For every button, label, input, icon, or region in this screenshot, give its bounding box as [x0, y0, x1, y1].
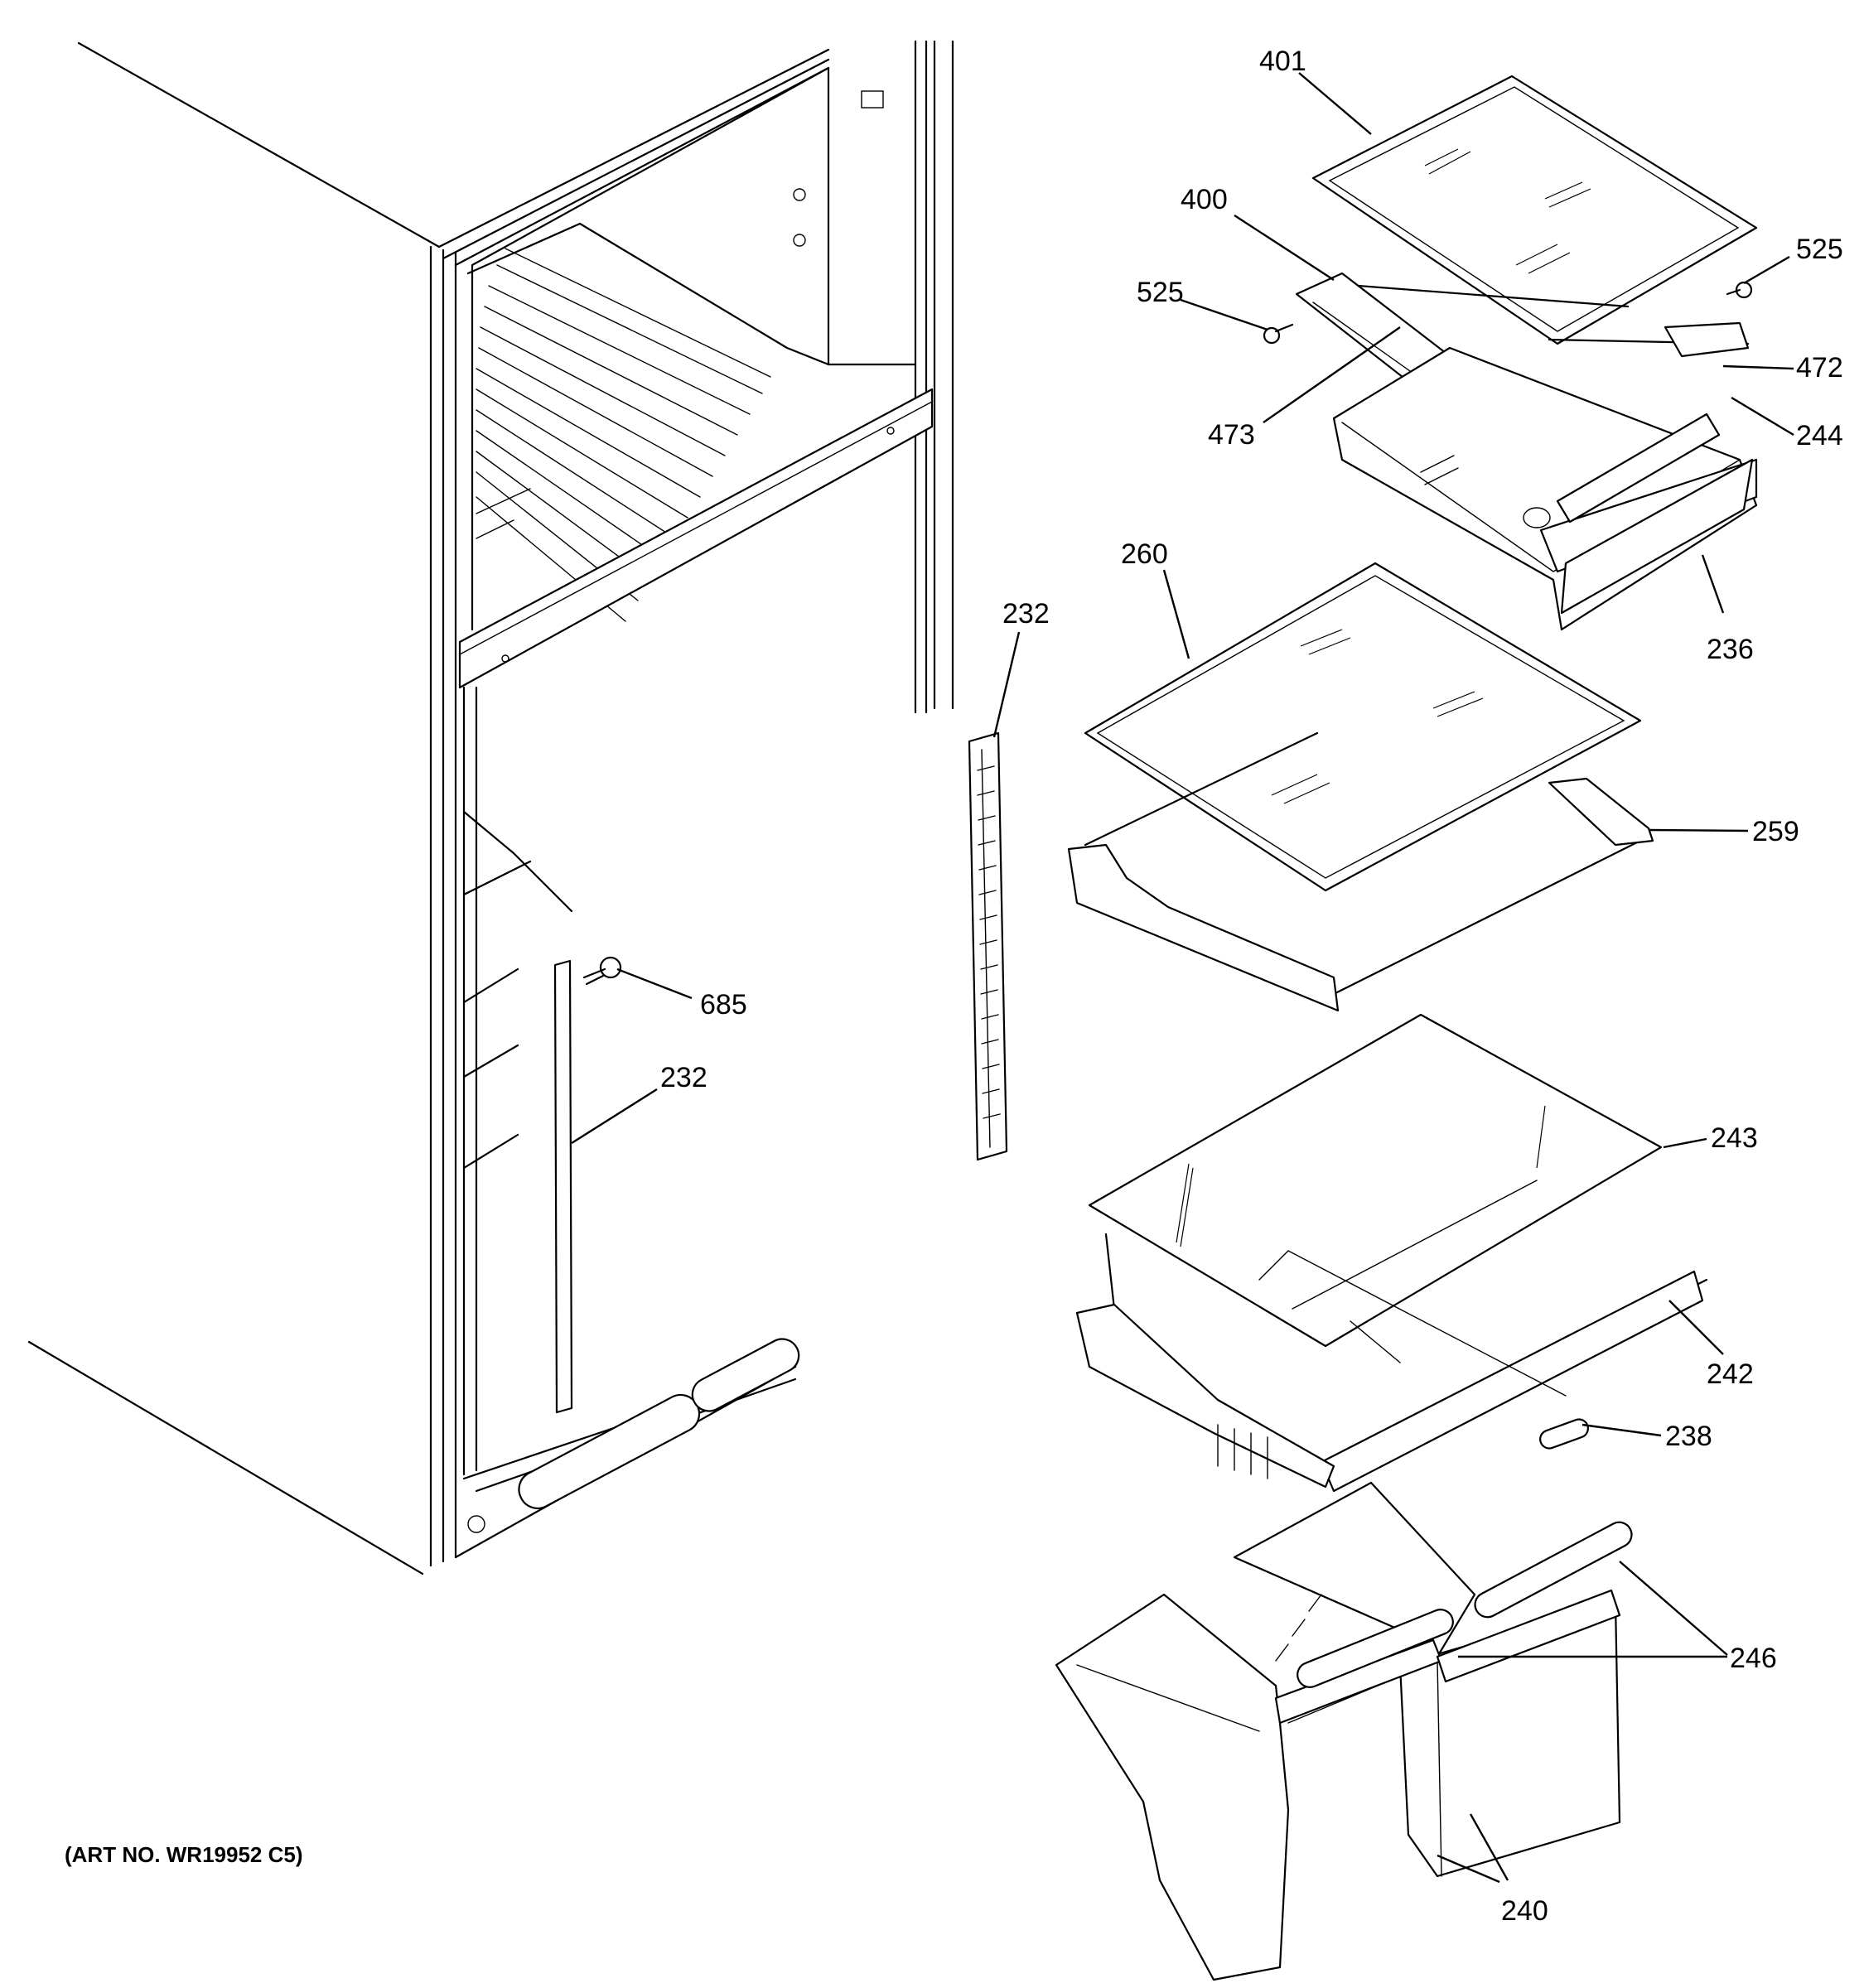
leader-lines	[571, 72, 1794, 1884]
callout-238: 238	[1665, 1421, 1712, 1452]
art-number: (ART NO. WR19952 C5)	[65, 1842, 303, 1867]
screw-685	[582, 956, 622, 986]
pan-rails-246	[1297, 1521, 1633, 1688]
callout-246: 246	[1730, 1643, 1777, 1674]
callout-259: 259	[1752, 816, 1799, 847]
callout-400: 400	[1181, 184, 1228, 215]
shelf-260	[1084, 562, 1642, 892]
callout-685: 685	[700, 989, 747, 1021]
callout-472: 472	[1796, 352, 1843, 384]
callout-232-left: 232	[660, 1062, 707, 1093]
screws-525	[1263, 281, 1753, 345]
rail-232-right	[968, 731, 1008, 1161]
callout-236: 236	[1707, 634, 1754, 665]
freezer-floor-ribs	[476, 248, 771, 622]
bearing-238	[1539, 1418, 1589, 1450]
callout-240: 240	[1501, 1895, 1548, 1927]
callout-232-right: 232	[1002, 598, 1050, 630]
callout-525-left: 525	[1137, 277, 1184, 308]
top-shelf-401	[1311, 75, 1758, 345]
crisper-pan-236	[1332, 346, 1758, 631]
callout-401: 401	[1259, 46, 1306, 77]
callout-260: 260	[1121, 538, 1168, 570]
callout-525-right: 525	[1796, 234, 1843, 265]
drawer-cover-glass-243	[1088, 1013, 1663, 1348]
shelf-bracket-259	[1067, 731, 1654, 1012]
callout-242: 242	[1707, 1358, 1754, 1390]
callout-243: 243	[1711, 1122, 1758, 1154]
crisper-drawer-242	[1075, 1180, 1708, 1493]
callout-473: 473	[1208, 419, 1255, 451]
callout-244: 244	[1796, 420, 1843, 451]
refrigerator-cabinet	[27, 40, 954, 1575]
rail-232-left	[553, 959, 573, 1414]
